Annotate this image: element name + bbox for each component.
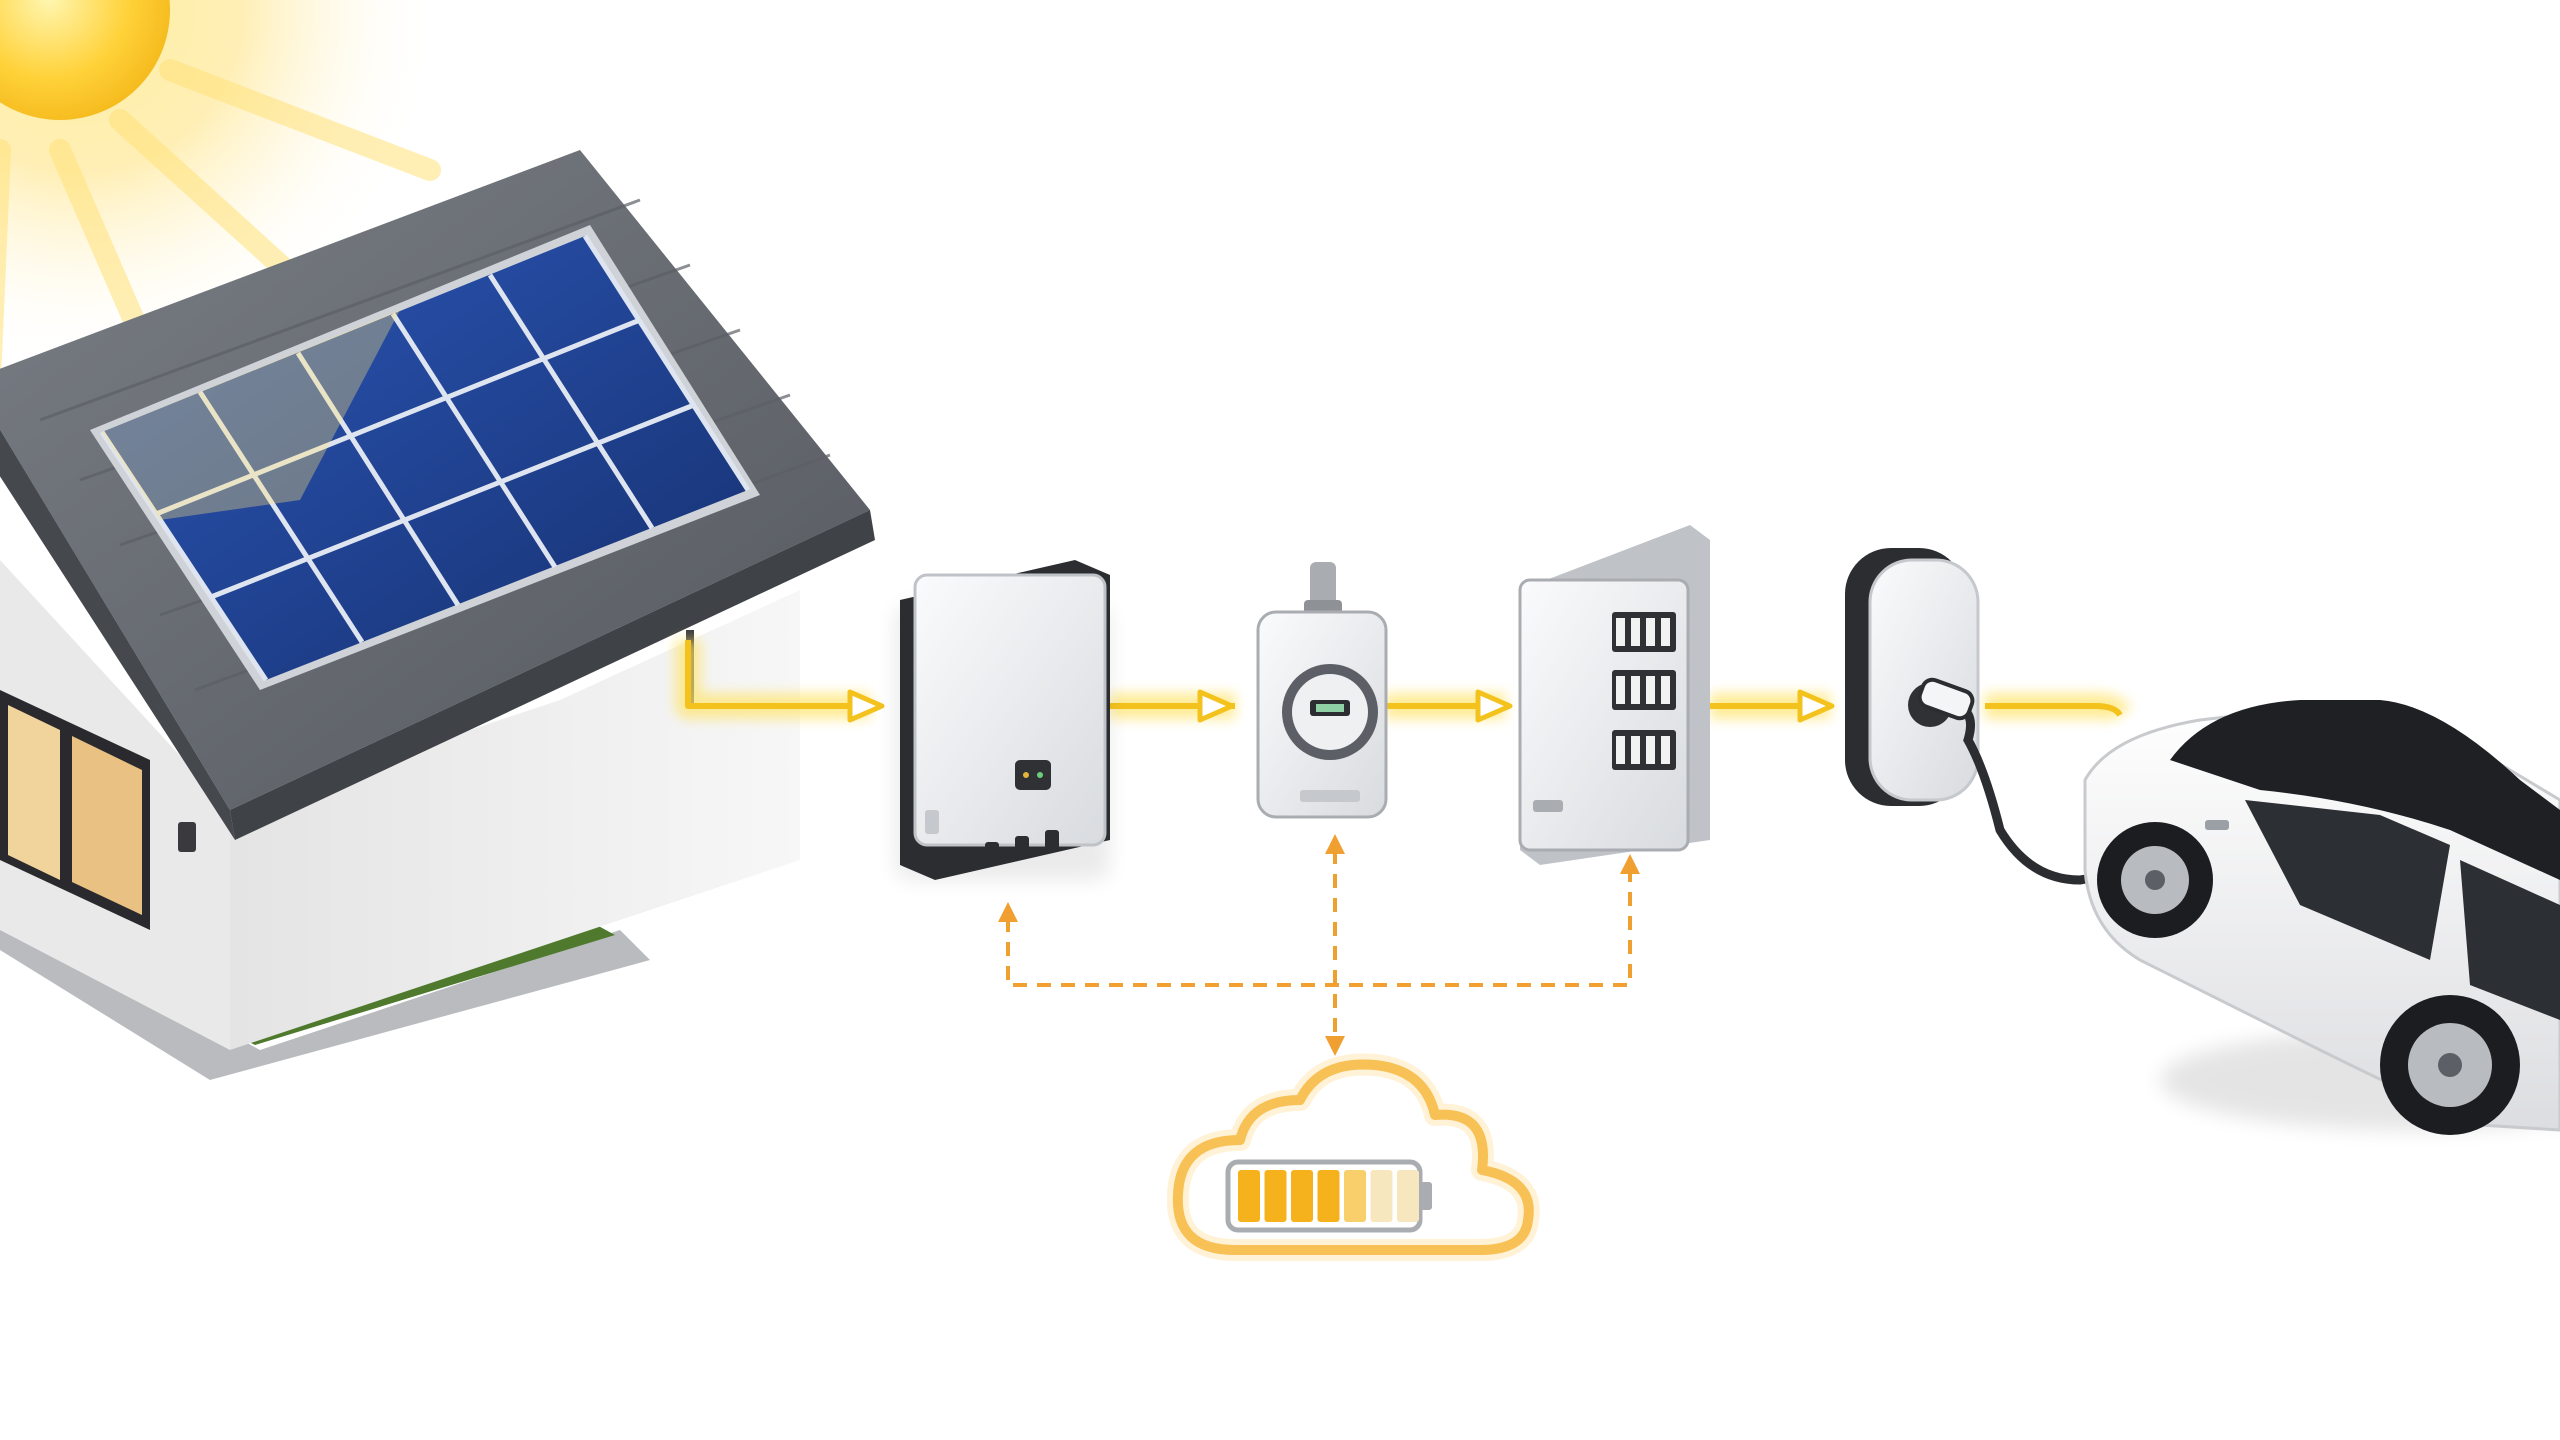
solar-panel-icon [90,225,760,690]
battery-cell-filled [1344,1170,1366,1222]
battery-cell-empty [1397,1170,1419,1222]
data-arrow-icon [1325,834,1345,854]
breaker-panel-icon [1518,525,1710,865]
battery-cell-filled [1264,1170,1287,1222]
data-arrow-icon [1325,1036,1345,1056]
flow-arrow-icon [1475,689,1513,723]
flow-arrow-icon [1197,689,1235,723]
battery-cell-filled [1291,1170,1313,1222]
data-arrow-icon [998,902,1018,922]
battery-cell-empty [1370,1170,1393,1222]
wall-lamp-icon [178,822,196,852]
window-icon [0,690,150,930]
power-flow-line [675,640,2132,723]
flow-arrow-icon [847,689,885,723]
battery-cell-filled [1238,1170,1260,1222]
data-arrow-icon [1620,854,1640,874]
meter-icon [1256,562,1388,819]
flow-arrow-icon [1797,689,1835,723]
electric-car-icon [2083,700,2560,1135]
data-link-line [1006,850,1632,1040]
house-icon [0,150,875,1080]
ev-charger-icon [1845,548,2145,885]
inverter-icon [895,560,1110,880]
battery-icon [1225,1159,1432,1233]
battery-cell-filled [1317,1170,1340,1222]
